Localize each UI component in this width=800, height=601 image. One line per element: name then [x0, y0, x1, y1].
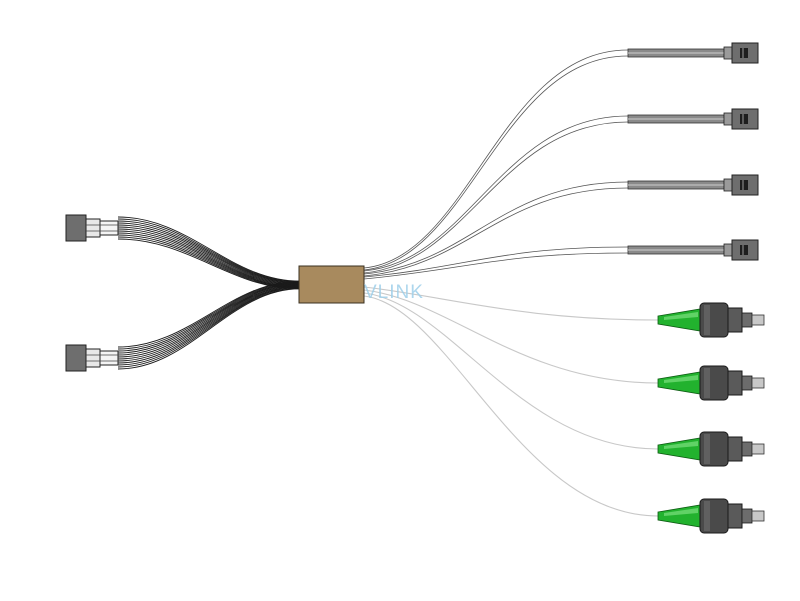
splitter-body: [298, 265, 365, 304]
input-ribbon-cables: [117, 216, 301, 370]
sc-apc-connector-icon: [657, 498, 765, 534]
ribbon-top: [117, 216, 301, 290]
sc-apc-connector-icon: [657, 365, 765, 401]
fiber-sc-2: [363, 289, 659, 384]
fiber-mpo-2: [363, 115, 629, 274]
watermark-text: VLINK: [364, 282, 424, 303]
fiber-mpo-1: [363, 49, 629, 271]
output-connectors: [627, 42, 765, 534]
output-fibers: [363, 49, 659, 517]
input-connectors: [65, 214, 119, 372]
sc-apc-connector-icon: [657, 431, 765, 467]
mpo-connector-icon: [65, 214, 119, 242]
mpo-connector-icon: [627, 108, 759, 130]
fiber-sc-4: [363, 295, 659, 517]
fiber-mpo-4: [363, 246, 629, 280]
mpo-connector-icon: [627, 42, 759, 64]
sc-apc-connector-icon: [657, 302, 765, 338]
mpo-connector-icon: [627, 239, 759, 261]
ribbon-bottom: [117, 280, 301, 370]
fiber-mpo-3: [363, 181, 629, 277]
mpo-connector-icon: [65, 344, 119, 372]
fiber-sc-1: [363, 286, 659, 321]
mpo-connector-icon: [627, 174, 759, 196]
fiber-sc-3: [363, 292, 659, 450]
